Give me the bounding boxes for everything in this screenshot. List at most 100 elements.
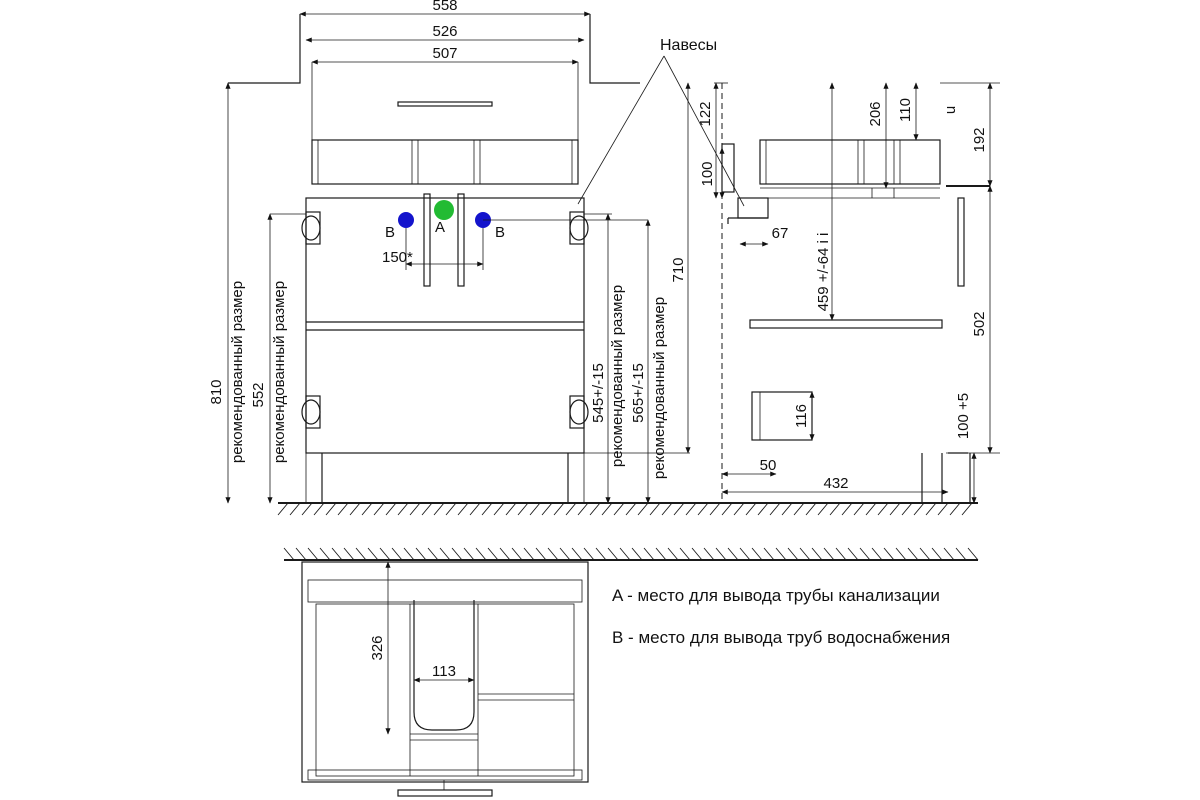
dim-565: 565+/-15 — [630, 363, 647, 423]
hatch-line — [655, 547, 667, 561]
hatch-line — [649, 502, 661, 516]
hatch-line — [907, 547, 919, 561]
dim-100-5: 100 +5 — [955, 393, 972, 439]
hatch-line — [451, 547, 463, 561]
label-b-right: B — [495, 224, 505, 241]
hatch-line — [379, 547, 391, 561]
dim-432: 432 — [823, 475, 848, 492]
hatch-line — [637, 502, 649, 516]
hatch-line — [319, 547, 331, 561]
hatch-line — [421, 502, 433, 516]
hatch-line — [397, 502, 409, 516]
basin-tray — [311, 139, 579, 185]
hatch-line — [283, 547, 295, 561]
hatch-line — [745, 502, 757, 516]
hatch-line — [427, 547, 439, 561]
hatch-line — [709, 502, 721, 516]
hatch-line — [685, 502, 697, 516]
floor-top — [277, 502, 978, 516]
hatch-line — [517, 502, 529, 516]
hatch-line — [277, 502, 289, 516]
dim-459: 459 +/-64 i i — [815, 233, 832, 312]
legend-b: B - место для вывода труб водоснабжения — [612, 628, 951, 647]
dim-710: 710 — [670, 257, 687, 282]
hatch-line — [703, 547, 715, 561]
dim-206: 206 — [867, 101, 884, 126]
hatch-line — [733, 502, 745, 516]
hatch-line — [565, 502, 577, 516]
hatch-line — [487, 547, 499, 561]
hinge-icon — [301, 211, 589, 429]
hatch-line — [697, 502, 709, 516]
hatch-line — [367, 547, 379, 561]
hatch-line — [445, 502, 457, 516]
hatch-line — [349, 502, 361, 516]
hatch-line — [787, 547, 799, 561]
hatch-line — [391, 547, 403, 561]
hatch-line — [511, 547, 523, 561]
hatch-line — [589, 502, 601, 516]
hatch-line — [463, 547, 475, 561]
hatch-line — [859, 547, 871, 561]
water-point-left — [398, 212, 414, 228]
hatch-line — [871, 547, 883, 561]
hatch-line — [955, 547, 967, 561]
hatch-line — [325, 502, 337, 516]
hatch-line — [469, 502, 481, 516]
hatch-line — [625, 502, 637, 516]
hatch-line — [301, 502, 313, 516]
drain-point — [434, 200, 454, 220]
top-view: 326 113 — [283, 547, 979, 797]
hatch-line — [289, 502, 301, 516]
hatch-line — [355, 547, 367, 561]
hatch-line — [895, 547, 907, 561]
hatch-line — [481, 502, 493, 516]
hatch-line — [835, 547, 847, 561]
hatch-line — [949, 502, 961, 516]
hatch-line — [721, 502, 733, 516]
hatch-line — [883, 547, 895, 561]
hatch-line — [781, 502, 793, 516]
label-b-left: B — [385, 224, 395, 241]
hatch-line — [763, 547, 775, 561]
hatch-line — [967, 547, 979, 561]
hatch-line — [493, 502, 505, 516]
hatch-line — [925, 502, 937, 516]
hatch-line — [307, 547, 319, 561]
hatch-line — [409, 502, 421, 516]
label-a: A — [435, 219, 445, 236]
legend-a: A - место для вывода трубы канализации — [612, 586, 940, 605]
hatch-line — [847, 547, 859, 561]
dim-100: 100 — [699, 161, 716, 186]
dim-326: 326 — [369, 635, 386, 660]
hatch-line — [313, 502, 325, 516]
hatch-line — [667, 547, 679, 561]
dim-810: 810 — [208, 379, 225, 404]
hatch-line — [727, 547, 739, 561]
hatch-line — [529, 502, 541, 516]
hatch-line — [439, 547, 451, 561]
dim-545: 545+/-15 — [590, 363, 607, 423]
rec-size-545: рекомендованный размер — [609, 285, 626, 467]
hatch-line — [433, 502, 445, 516]
hatch-line — [541, 502, 553, 516]
hatch-line — [961, 502, 973, 516]
hatch-line — [865, 502, 877, 516]
dim-507: 507 — [432, 45, 457, 62]
hatch-line — [583, 547, 595, 561]
hatch-line — [829, 502, 841, 516]
hatch-line — [817, 502, 829, 516]
dim-113: 113 — [432, 663, 456, 680]
hatch-line — [331, 547, 343, 561]
rec-size-810: рекомендованный размер — [229, 281, 246, 463]
dim-150: 150* — [382, 249, 413, 266]
hatch-line — [913, 502, 925, 516]
dim-558: 558 — [432, 0, 457, 14]
hatch-line — [385, 502, 397, 516]
hatch-line — [937, 502, 949, 516]
hatch-line — [523, 547, 535, 561]
hatch-line — [673, 502, 685, 516]
dim-50: 50 — [760, 457, 777, 474]
hatch-line — [619, 547, 631, 561]
hatch-line — [751, 547, 763, 561]
